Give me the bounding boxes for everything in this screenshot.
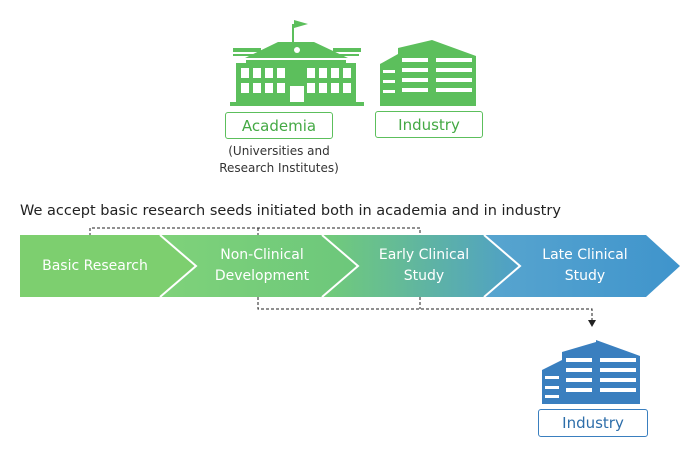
industry-label-top: Industry — [375, 111, 483, 138]
academia-sub-line-2: Research Institutes) — [219, 161, 339, 175]
factory-building-icon-bottom — [542, 340, 640, 404]
stage-basic-research-shape — [20, 235, 196, 297]
stage-late-clinical-line-1: Late Clinical — [542, 247, 628, 263]
academia-label: Academia — [225, 112, 333, 139]
stage-non-clinical-line-2: Development — [214, 268, 310, 284]
stage-late-clinical-shape — [484, 235, 680, 297]
stage-basic-research: Basic Research — [22, 250, 168, 282]
stage-late-clinical: Late Clinical Study — [510, 244, 660, 288]
pipeline-arrow — [20, 234, 680, 298]
stage-basic-research-label: Basic Research — [42, 257, 148, 274]
factory-building-icon — [380, 40, 476, 106]
top-connector-lines — [89, 227, 421, 236]
academia-sub-line-1: (Universities and — [228, 144, 330, 158]
stage-non-clinical-line-1: Non-Clinical — [220, 247, 304, 263]
stage-non-clinical: Non-Clinical Development — [186, 244, 338, 288]
bottom-connector-arrowhead — [588, 320, 596, 327]
stage-early-clinical-line-1: Early Clinical — [378, 247, 470, 263]
university-building-icon — [230, 20, 364, 106]
industry-label-bottom: Industry — [538, 409, 648, 437]
stage-late-clinical-line-2: Study — [564, 268, 606, 284]
bottom-connector-lines — [257, 297, 593, 320]
stage-early-clinical-shape — [322, 235, 520, 297]
statement-text: We accept basic research seeds initiated… — [20, 203, 561, 219]
stage-early-clinical-line-2: Study — [403, 268, 445, 284]
stage-early-clinical: Early Clinical Study — [348, 244, 500, 288]
stage-non-clinical-shape — [160, 235, 358, 297]
